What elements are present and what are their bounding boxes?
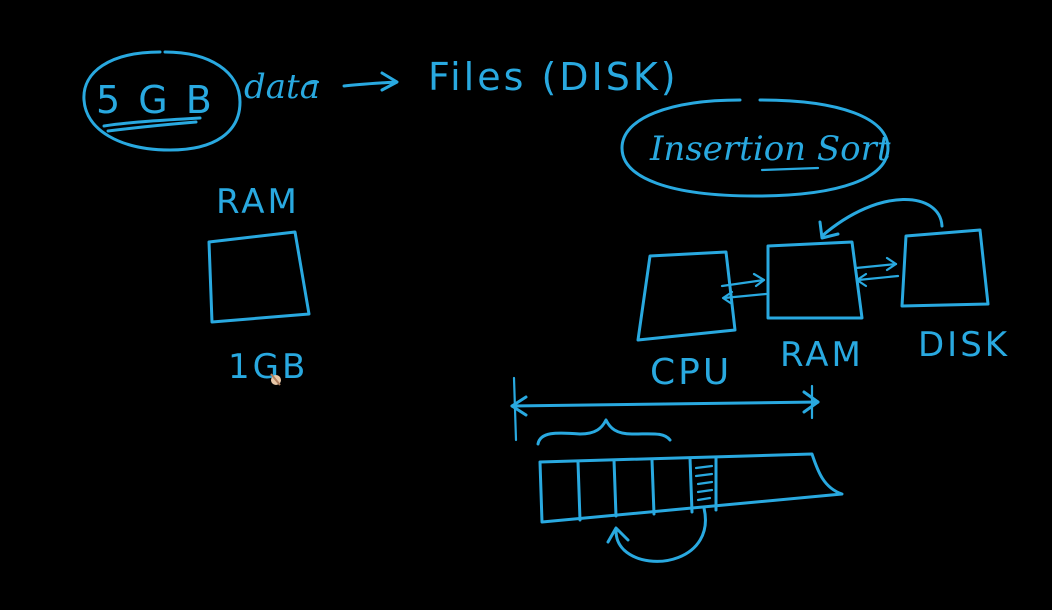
cpu-label: CPU [650, 352, 732, 393]
cpu-box [636, 250, 737, 342]
pen-cursor-icon [270, 373, 281, 386]
array-outline [538, 452, 844, 524]
insertion-curve [606, 506, 707, 563]
array-divider-3 [650, 458, 656, 516]
ram-right-group: RAM [766, 240, 864, 375]
disk-box [900, 228, 990, 308]
algorithm-group: Insertion Sort [620, 98, 891, 198]
size-underline [102, 116, 202, 133]
disk-label: DISK [918, 325, 1010, 365]
disk-group: DISK [900, 228, 1010, 365]
array-divider-1 [576, 460, 582, 522]
algorithm-label: Insertion Sort [649, 129, 891, 169]
ram-left-size: 1GB [228, 347, 308, 387]
cpu-group: CPU [636, 250, 737, 393]
size-label: 5 G B [96, 78, 215, 122]
array-divider-2 [612, 458, 618, 518]
data-label: data [244, 67, 320, 107]
ram-disk-arrows [854, 256, 900, 288]
data-accent [304, 80, 320, 86]
ram-left-label: RAM [216, 182, 300, 222]
ram-right-box [766, 240, 864, 320]
ram-right-label: RAM [780, 335, 864, 375]
disk-to-ram-curve [818, 198, 944, 240]
range-brace [536, 418, 672, 446]
algorithm-underline [760, 166, 820, 172]
files-label: Files (DISK) [428, 55, 679, 99]
algorithm-ellipse [620, 98, 890, 198]
cpu-ram-arrows [720, 272, 768, 306]
ram-left-box [207, 230, 311, 324]
array-divider-4 [688, 456, 694, 514]
ram-left-group: RAM 1GB [207, 182, 311, 387]
data-to-files-arrow [342, 71, 399, 92]
size-circle [82, 50, 242, 152]
range-arrow [510, 376, 820, 442]
array-highlight [694, 464, 714, 502]
size-group: 5 G B [82, 50, 242, 152]
memory-array [538, 452, 844, 524]
